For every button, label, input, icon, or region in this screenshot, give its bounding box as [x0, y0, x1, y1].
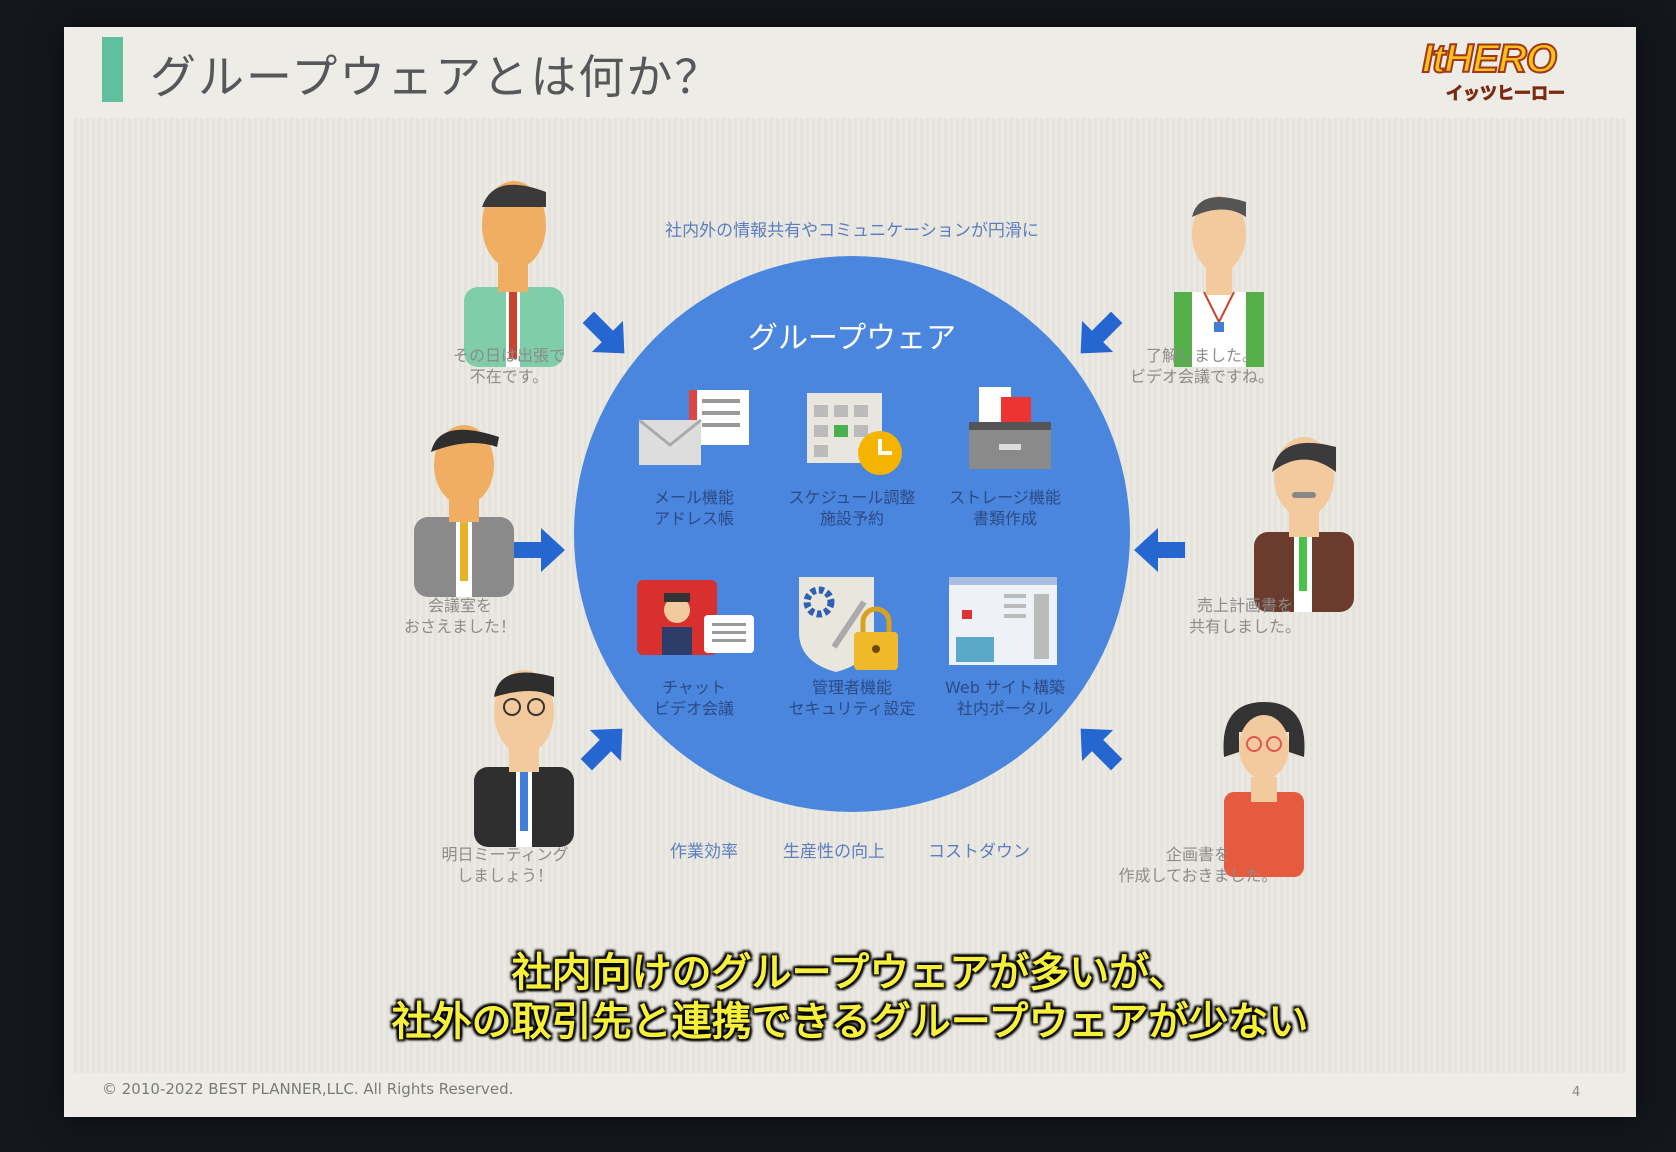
arrow-to-center-icon: [582, 311, 625, 354]
admin-security-icon: [799, 577, 898, 672]
subtitle-line-2: 社外の取引先と連携できるグループウェアが少ない: [391, 999, 1309, 1045]
person-speech-3: 明日ミーティングしましょう！: [441, 845, 569, 885]
feature-label-storage: ストレージ機能書類作成: [949, 488, 1061, 528]
benefit-cost-down: コストダウン: [928, 842, 1030, 862]
page-number: 4: [1572, 1085, 1581, 1100]
arrow-to-center-icon: [1080, 311, 1123, 354]
arrow-to-center-icon: [514, 528, 565, 572]
web-portal-icon: [949, 577, 1057, 665]
slide-title: グループウェアとは何か？: [150, 50, 723, 104]
benefit-productivity: 生産性の向上: [783, 842, 885, 862]
arrow-to-center-icon: [1080, 728, 1123, 771]
groupware-circle: [574, 256, 1130, 812]
video-chat-icon: [637, 580, 754, 655]
subtitle-line-1: 社内向けのグループウェアが多いが、: [511, 950, 1189, 996]
person-gray-suit-icon: [414, 425, 514, 597]
ithero-logo: ItHERO イッツヒーロー: [1421, 36, 1598, 105]
title-accent-bar: [102, 37, 123, 102]
circle-title: グループウェア: [747, 321, 957, 356]
copyright: © 2010-2022 BEST PLANNER,LLC. All Rights…: [102, 1080, 514, 1098]
arrow-to-center-icon: [580, 728, 623, 771]
person-speech-6: 企画書を作成しておきました。: [1118, 845, 1278, 885]
feature-label-mail: メール機能アドレス帳: [653, 488, 735, 528]
calendar-clock-icon: [807, 393, 902, 475]
logo-main: ItHERO: [1421, 36, 1558, 82]
presentation-slide: グループウェアとは何か？ ItHERO イッツヒーロー 社内外の情報共有やコミュ…: [64, 27, 1636, 1117]
feature-label-chat: チャットビデオ会議: [653, 678, 735, 718]
person-brown-suit-mustache-icon: [1254, 437, 1354, 612]
storage-cabinet-icon: [969, 387, 1051, 469]
person-glasses-black-suit-icon: [474, 670, 574, 847]
top-caption: 社内外の情報共有やコミュニケーションが円滑に: [665, 221, 1039, 241]
benefit-efficiency: 作業効率: [670, 842, 738, 862]
person-speech-2: 会議室をおさえました！: [403, 596, 517, 636]
arrow-to-center-icon: [1134, 528, 1185, 572]
feature-label-web: Web サイト構築社内ポータル: [945, 678, 1065, 718]
person-speech-1: その日は出張で不在です。: [452, 346, 566, 386]
mail-address-book-icon: [638, 390, 749, 465]
person-woman-red-top-icon: [1223, 702, 1305, 877]
person-green-shirt-icon: [464, 181, 564, 367]
person-lanyard-icon: [1174, 196, 1264, 367]
person-speech-5: 売上計画書を共有しました。: [1188, 596, 1302, 636]
logo-sub: イッツヒーロー: [1446, 84, 1566, 105]
feature-label-admin: 管理者機能セキュリティ設定: [788, 678, 916, 718]
person-speech-4: 了解しました。ビデオ会議ですね。: [1129, 346, 1275, 386]
feature-label-schedule: スケジュール調整施設予約: [788, 488, 916, 528]
